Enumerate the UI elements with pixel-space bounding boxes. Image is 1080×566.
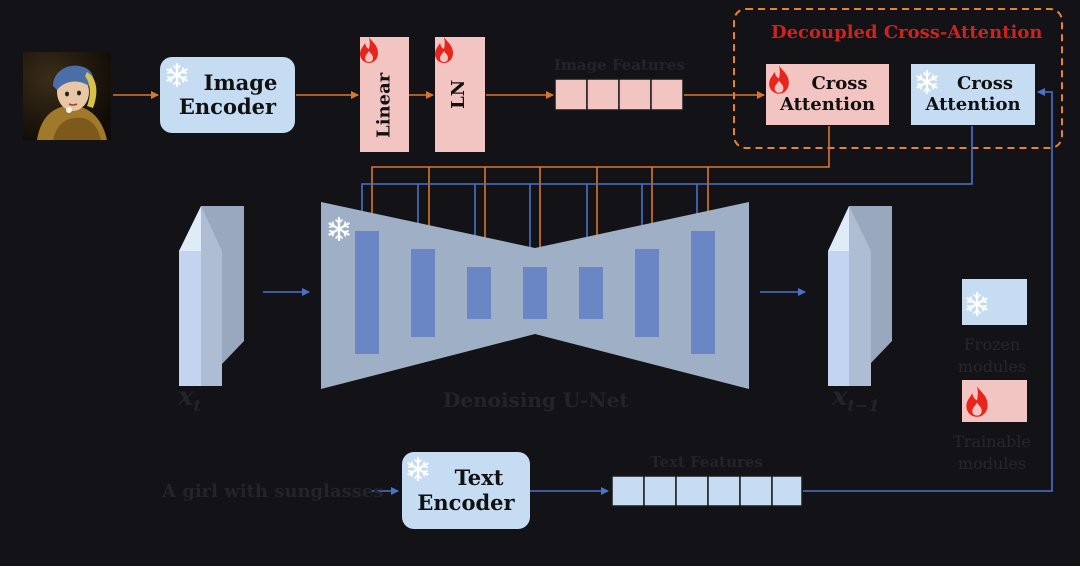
snowflake-icon <box>916 69 938 95</box>
xt-label: xt <box>178 382 201 415</box>
image-encoder-line2: Encoder <box>178 94 277 119</box>
latent-panel-xt1 <box>828 206 892 386</box>
snowflake-icon <box>966 291 988 317</box>
latent-panel-xt <box>179 206 244 386</box>
cross-attention-frozen-line1: Cross <box>956 72 1014 94</box>
flame-icon <box>966 386 988 417</box>
xt-base: x <box>178 382 194 412</box>
image-encoder-box: Image Encoder <box>160 57 295 133</box>
unet-label: Denoising U-Net <box>443 388 629 412</box>
image-features-label: Image Features <box>554 56 685 74</box>
xt1-base: x <box>832 382 848 412</box>
image-encoder-line1: Image <box>203 69 278 95</box>
cross-attention-frozen-box: Cross Attention <box>911 64 1035 125</box>
text-features-cells <box>611 475 803 507</box>
legend-trainable-line2: modules <box>957 454 1027 474</box>
decoupled-title: Decoupled Cross-Attention <box>771 22 1043 43</box>
image-features-cells <box>554 78 684 111</box>
portrait-image <box>23 52 111 140</box>
legend-frozen-line1: Frozen <box>963 335 1021 354</box>
flame-icon <box>360 37 378 63</box>
linear-label: Linear <box>373 72 395 139</box>
cross-attention-frozen-line2: Attention <box>925 93 1021 115</box>
xt-sub: t <box>193 396 201 416</box>
cross-attention-trainable-box: Cross Attention <box>766 64 889 125</box>
flame-icon <box>435 37 453 63</box>
text-features-label: Text Features <box>650 453 763 471</box>
legend-trainable-line1: Trainable <box>953 432 1031 451</box>
arrow-text-features-to-cross-attn <box>803 88 1053 492</box>
flame-icon <box>769 65 789 94</box>
legend-frozen-text: Frozen modules <box>952 334 1032 379</box>
legend-trainable-text: Trainable modules <box>950 431 1034 476</box>
text-encoder-line2: Encoder <box>417 489 515 515</box>
snowflake-icon <box>166 62 188 88</box>
text-encoder-line1: Text <box>454 465 504 491</box>
xt1-label: xt−1 <box>832 382 879 415</box>
cross-attention-trainable-line1: Cross <box>811 72 868 94</box>
ln-label: LN <box>448 79 470 110</box>
xt1-sub: t−1 <box>847 396 880 416</box>
snowflake-icon <box>328 216 350 242</box>
cross-attention-trainable-line2: Attention <box>779 93 876 115</box>
prompt-text: A girl with sunglasses <box>162 481 384 502</box>
unet-blocks <box>355 231 715 354</box>
legend-frozen-line2: modules <box>957 357 1027 377</box>
orange-bus <box>368 126 830 221</box>
blue-bus <box>358 126 973 221</box>
snowflake-icon <box>407 456 429 482</box>
